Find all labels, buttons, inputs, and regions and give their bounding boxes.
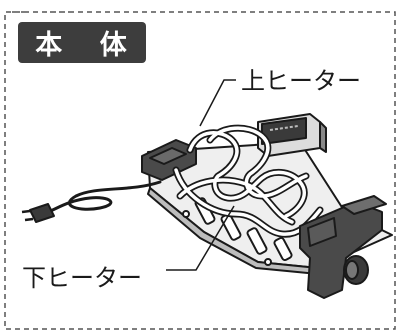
dashed-border [4, 11, 396, 330]
title-badge: 本 体 [18, 22, 146, 63]
power-plug [21, 203, 55, 223]
right-clamp [299, 195, 387, 299]
lower-heater-leader [166, 205, 235, 271]
left-clamp [141, 139, 197, 181]
control-box [257, 113, 327, 157]
upper-heater-label: 上ヒーター [241, 67, 361, 95]
power-cord [46, 180, 162, 214]
lower-heater-label: 下ヒーター [22, 264, 142, 292]
upper-heater-leader [199, 79, 236, 127]
